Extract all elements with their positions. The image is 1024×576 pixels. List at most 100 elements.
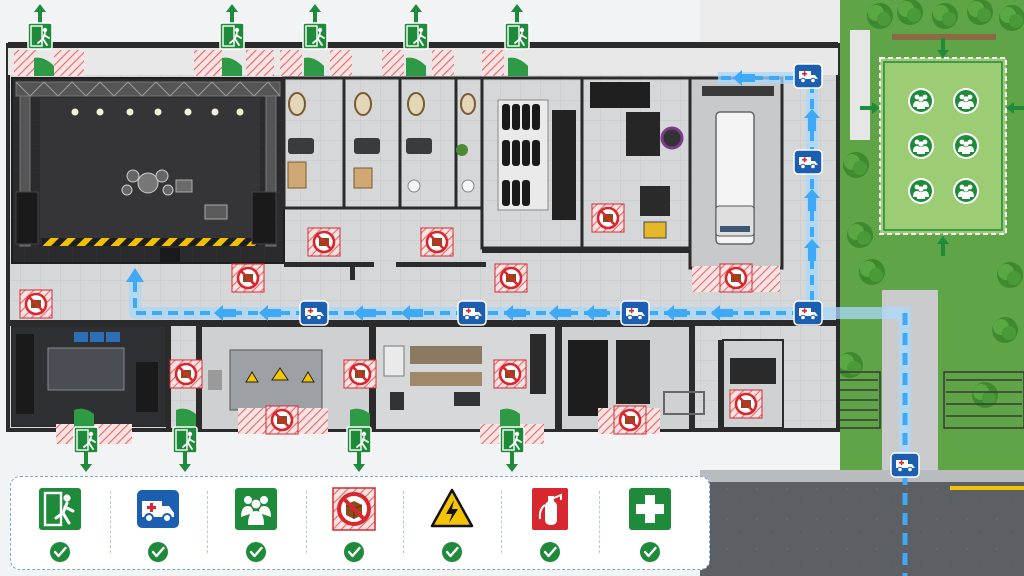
bin-icon [390, 392, 404, 410]
toilet-icon [407, 179, 421, 193]
legend-panel [10, 476, 710, 570]
no-storage-icon [264, 404, 300, 436]
emergency-exit-icon [499, 426, 525, 454]
flight-case-stack-icon [568, 340, 608, 416]
ambulance-icon [890, 452, 920, 478]
drum-kit-icon [121, 169, 174, 196]
assembly-people-icon [953, 178, 979, 204]
check-icon [245, 541, 267, 563]
no-storage-icon [728, 388, 764, 420]
roller-door [702, 86, 774, 96]
no-storage-icon [230, 262, 266, 294]
vanity-icon [353, 167, 373, 189]
check-icon [539, 541, 561, 563]
emergency-exit-icon [219, 22, 245, 50]
speaker-cabinet-stack-icon [616, 340, 650, 404]
assembly-people-icon [953, 133, 979, 159]
assembly-people-icon [908, 88, 934, 114]
sofa-icon [406, 138, 432, 154]
amplifier-icon [175, 179, 193, 193]
emergency-exit-icon [504, 22, 530, 50]
loading-bay [688, 76, 784, 270]
no-storage-icon [493, 262, 529, 294]
no-storage-icon [419, 226, 455, 258]
check-icon [639, 541, 661, 563]
emergency-exit-icon [73, 426, 99, 454]
mirror-icon [460, 93, 476, 115]
forklift-icon [643, 221, 667, 239]
vanity-icon [287, 161, 307, 189]
first-aid-icon [629, 488, 671, 530]
legend-item-emergency-exit [25, 487, 95, 567]
emergency-exit-icon [346, 426, 372, 454]
ambulance-icon [299, 300, 329, 326]
flight-case-icon [626, 112, 660, 156]
ambulance-icon [457, 300, 487, 326]
legend-item-electrical-hazard [417, 487, 487, 567]
sink-icon [383, 345, 405, 377]
stage-monitor-icon [160, 248, 180, 262]
monitor-screen-icon [74, 332, 88, 342]
assembly-people-icon [908, 133, 934, 159]
plant-icon [456, 144, 468, 156]
curb [700, 470, 1024, 482]
ambulance-icon [793, 149, 823, 175]
cable-reel-icon [660, 126, 684, 150]
sofa-icon [288, 138, 314, 154]
no-storage-icon [332, 487, 376, 531]
emergency-exit-icon [39, 488, 81, 530]
assembly-point-icon [235, 488, 277, 530]
check-icon [147, 541, 169, 563]
flight-case-icon [730, 358, 776, 384]
legend-item-first-aid [615, 487, 685, 567]
flight-case-icon [590, 82, 650, 108]
tool-board-icon [410, 346, 482, 364]
mirror-icon [407, 92, 425, 116]
amplifier-icon [204, 204, 228, 220]
stage-area [11, 77, 285, 264]
road [700, 470, 1024, 576]
no-storage-icon [718, 262, 754, 294]
check-icon [49, 541, 71, 563]
fire-extinguisher-icon [532, 488, 568, 530]
locker-icon [530, 334, 546, 394]
mixing-console-icon [47, 347, 125, 391]
legend-item-assembly-point [221, 487, 291, 567]
mirror-icon [288, 92, 306, 116]
ambulance-route-icon [137, 490, 179, 528]
workbench-icon [410, 372, 482, 386]
ambulance-icon [620, 300, 650, 326]
monitor-screen-icon [90, 332, 104, 342]
emergency-exit-icon [27, 22, 53, 50]
assembly-people-icon [953, 88, 979, 114]
toolbox-icon [454, 392, 480, 406]
assembly-people-icon [908, 178, 934, 204]
bench [892, 34, 996, 40]
legend-item-ambulance-route [123, 487, 193, 567]
no-storage-icon [342, 358, 378, 390]
check-icon [343, 541, 365, 563]
fuse-box-icon [208, 370, 222, 390]
assembly-point [860, 38, 1024, 256]
no-storage-icon [306, 226, 342, 258]
emergency-exit-icon [172, 426, 198, 454]
exit-door-markers [34, 57, 528, 428]
no-storage-icon [612, 404, 648, 436]
stage-edge-caution-strip [42, 238, 258, 246]
monitor-screen-icon [106, 332, 120, 342]
no-storage-icon [18, 288, 54, 320]
sofa-icon [354, 138, 380, 154]
speaker-stack-left [15, 191, 39, 245]
rack-icon [16, 334, 34, 414]
case-storage [560, 325, 705, 431]
rack-icon [136, 362, 158, 412]
control-room [11, 325, 167, 427]
flight-case-icon [640, 186, 670, 216]
toilet-icon [461, 179, 475, 193]
electrical-hazard-icon [430, 488, 474, 528]
legend-item-no-storage [319, 487, 389, 567]
ambulance-icon [793, 300, 823, 326]
emergency-exit-icon [403, 22, 429, 50]
no-storage-icon [492, 358, 528, 390]
workshop [374, 325, 557, 431]
